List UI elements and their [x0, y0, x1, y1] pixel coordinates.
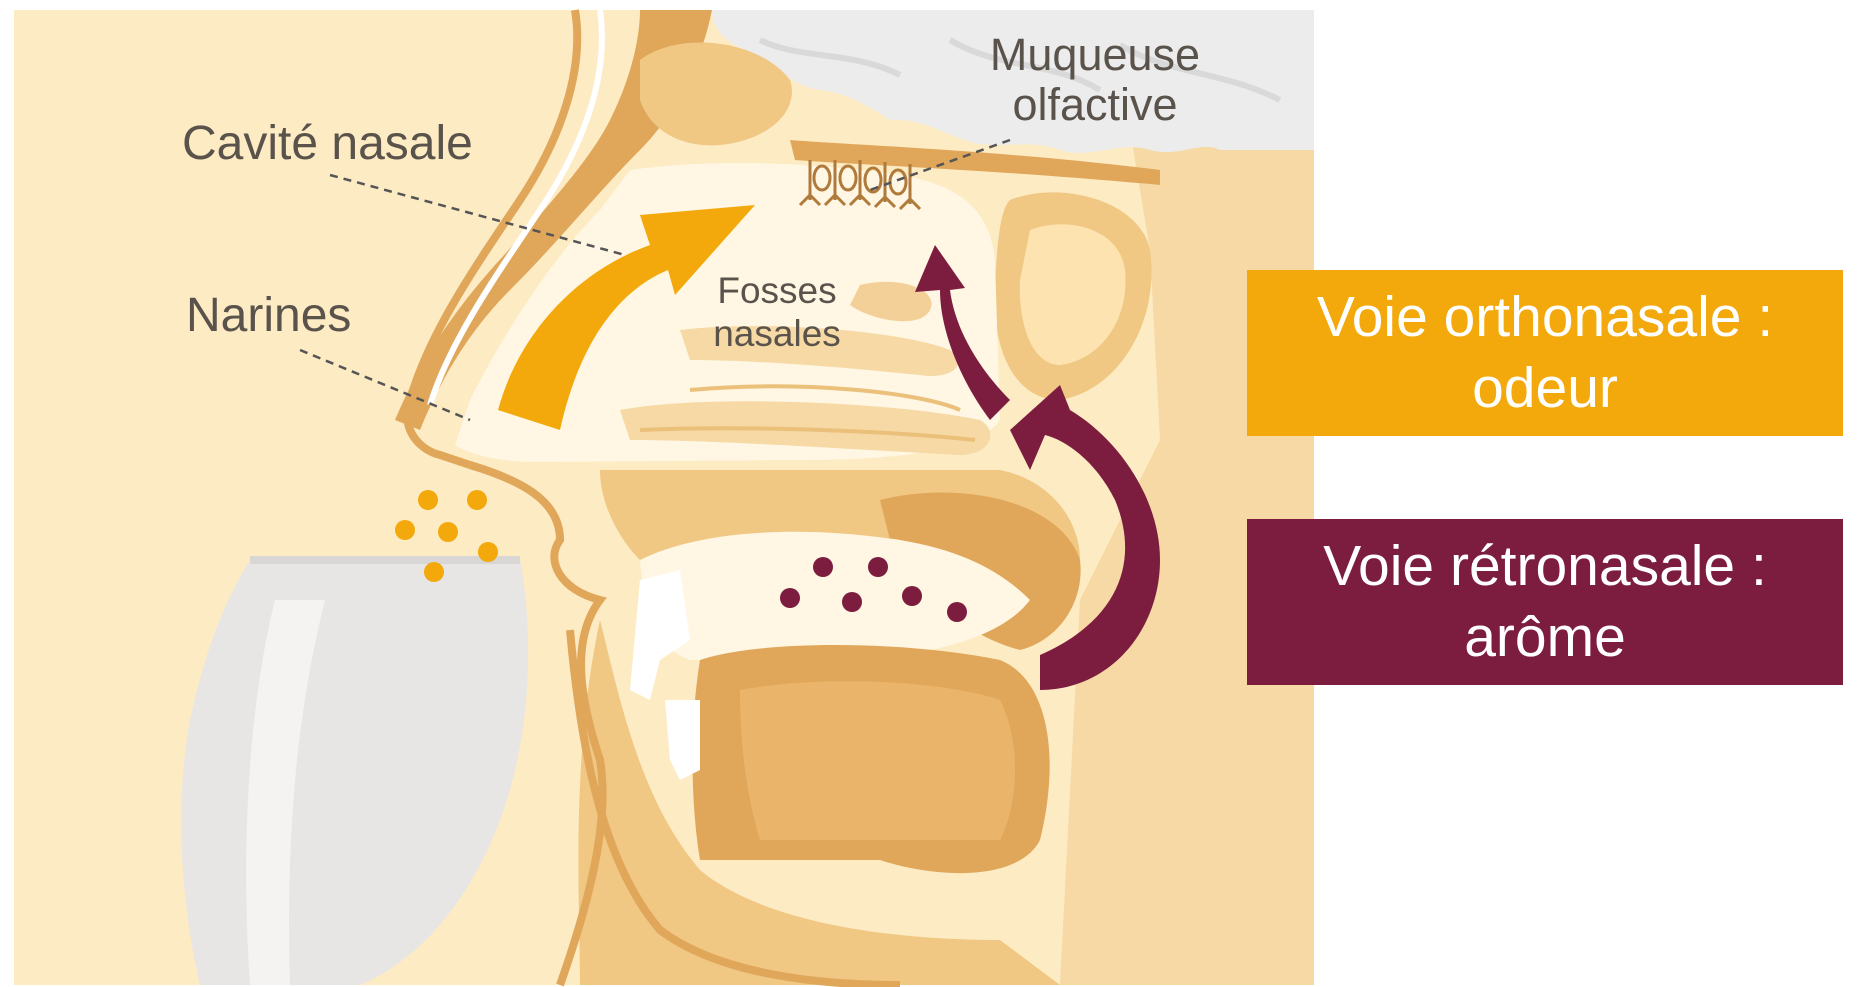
label-fosses-line2: nasales — [712, 313, 842, 356]
label-fosses-line1: Fosses — [712, 270, 842, 313]
label-narines: Narines — [186, 290, 351, 343]
label-fosses-nasales: Fosses nasales — [712, 270, 842, 355]
orthonasal-title: Voie orthonasale : — [1317, 282, 1773, 353]
orthonasal-subtitle: odeur — [1472, 353, 1618, 424]
label-muqueuse-olfactive: Muqueuse olfactive — [985, 30, 1205, 129]
retronasal-route-box: Voie rétronasale : arôme — [1247, 519, 1843, 685]
retronasal-subtitle: arôme — [1464, 602, 1626, 673]
label-muqueuse-line2: olfactive — [985, 80, 1205, 130]
retronasal-title: Voie rétronasale : — [1323, 531, 1767, 602]
tongue-inner — [740, 681, 1015, 840]
label-cavite-nasale: Cavité nasale — [182, 118, 473, 171]
orthonasal-route-box: Voie orthonasale : odeur — [1247, 270, 1843, 436]
label-muqueuse-line1: Muqueuse — [985, 30, 1205, 80]
